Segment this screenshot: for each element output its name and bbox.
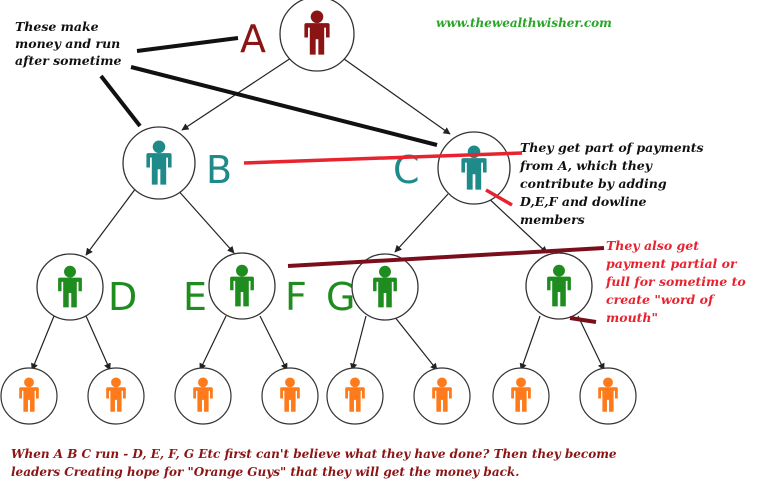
orange-node	[413, 367, 471, 425]
pointer-note-to-c	[130, 65, 438, 147]
label-d: D	[108, 275, 137, 319]
orange-node	[492, 367, 550, 425]
pointer-note-to-b	[99, 74, 142, 128]
note-line: create "word of	[606, 292, 716, 307]
note-line: They also get	[606, 238, 699, 253]
label-g: G	[326, 275, 355, 319]
note-right-middle: They get part of payments from A, which …	[519, 140, 704, 227]
note-line: D,E,F and dowline	[519, 194, 647, 209]
label-e: E	[183, 275, 207, 319]
node-b	[122, 126, 196, 200]
node-g	[351, 253, 419, 321]
node-e	[208, 252, 276, 320]
orange-level	[0, 367, 637, 425]
connector-e-o4	[259, 315, 288, 371]
note-line: after sometime	[15, 53, 121, 68]
note-line: members	[520, 212, 585, 227]
orange-node	[174, 367, 232, 425]
connector-g-o6	[393, 315, 438, 371]
connector-c-g	[394, 193, 449, 253]
pointer-e-to-note-darkred	[287, 246, 605, 268]
footer-line: leaders Creating hope for "Orange Guys" …	[11, 465, 519, 479]
connector-b-d	[85, 187, 137, 256]
note-line: money and run	[15, 36, 120, 51]
connector-c-h	[483, 193, 548, 254]
orange-node	[0, 367, 58, 425]
connector-d-o2	[85, 315, 111, 371]
pointer-b-to-c-red	[243, 151, 523, 165]
connector-h-o7	[519, 315, 541, 371]
pointer-lines	[99, 36, 605, 324]
tree-connectors	[31, 53, 605, 371]
orange-node	[87, 367, 145, 425]
connector-a-b	[181, 53, 298, 131]
label-b: B	[206, 148, 232, 192]
connector-a-c	[336, 53, 451, 135]
note-line: They get part of payments	[520, 140, 704, 155]
website-url: www.thewealthwisher.com	[436, 16, 612, 30]
pointer-c-to-note-red	[485, 188, 513, 207]
note-line: full for sometime to	[605, 274, 746, 289]
connector-g-o5	[350, 315, 367, 371]
node-d	[36, 253, 104, 321]
node-h	[525, 252, 593, 320]
node-a	[279, 0, 355, 72]
connector-b-e	[175, 187, 235, 254]
note-line: from A, which they	[519, 158, 653, 173]
pointer-h-to-note-darkred	[569, 316, 597, 324]
note-line: mouth"	[606, 310, 658, 325]
footer-caption: When A B C run - D, E, F, G Etc first ca…	[11, 447, 617, 479]
orange-node	[261, 367, 319, 425]
note-right-lower: They also get payment partial or full fo…	[605, 238, 746, 325]
note-line: These make	[15, 19, 99, 34]
note-line: contribute by adding	[520, 176, 667, 191]
note-line: payment partial or	[606, 256, 738, 271]
connector-e-o3	[199, 315, 227, 371]
pointer-note-to-a	[136, 36, 239, 53]
connector-h-o8	[577, 315, 605, 371]
note-top-left: These make money and run after sometime	[15, 19, 121, 68]
orange-node	[326, 367, 384, 425]
label-a: A	[240, 17, 266, 61]
orange-node	[579, 367, 637, 425]
node-c	[437, 131, 511, 205]
label-f: F	[285, 275, 307, 319]
connector-d-o1	[31, 315, 55, 371]
label-c: C	[393, 148, 420, 192]
footer-line: When A B C run - D, E, F, G Etc first ca…	[11, 447, 617, 461]
